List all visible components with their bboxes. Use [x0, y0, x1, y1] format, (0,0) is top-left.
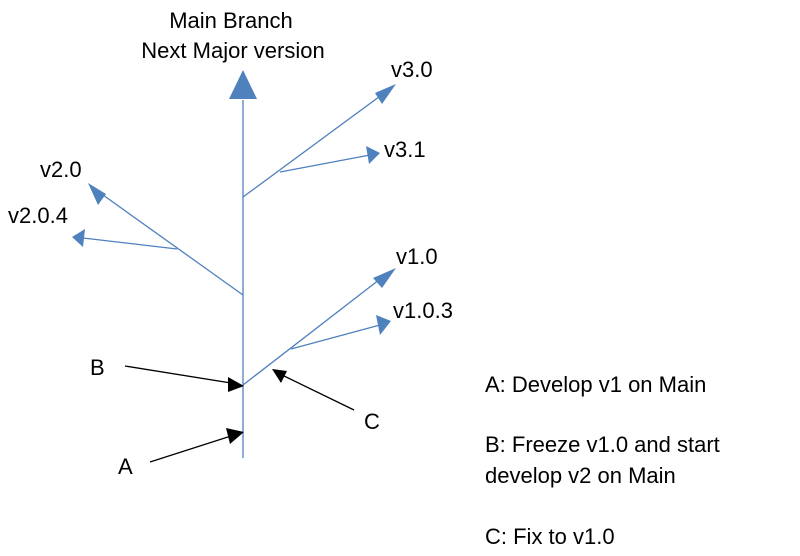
marker-c: C [364, 409, 380, 434]
branch-v3-1-line [279, 154, 371, 173]
main-branch-title-line2: Next Major version [141, 38, 324, 63]
label-v1-0: v1.0 [396, 244, 438, 269]
branch-v1-0-arrowhead [373, 268, 396, 288]
pointer-a-arrowhead [226, 428, 244, 444]
branch-v3-1-arrowhead [366, 146, 380, 164]
branch-v1-0-3-arrowhead [376, 315, 391, 335]
label-v2-0: v2.0 [40, 157, 82, 182]
branch-v2-0-4-arrowhead [72, 229, 85, 247]
label-v3-0: v3.0 [391, 57, 433, 82]
main-branch-arrowhead [229, 70, 257, 99]
pointer-c-arrowhead [272, 369, 287, 383]
branch-v3-0-arrowhead [375, 84, 396, 104]
legend-c: C: Fix to v1.0 [485, 524, 615, 549]
pointer-c-line [281, 374, 355, 411]
marker-b: B [90, 355, 105, 380]
label-v1-0-3: v1.0.3 [393, 298, 453, 323]
main-branch-title-line1: Main Branch [169, 8, 293, 33]
legend-b-line2: develop v2 on Main [485, 463, 676, 488]
pointer-b-line [124, 365, 232, 384]
label-v2-0-4: v2.0.4 [8, 203, 68, 228]
legend-b-line1: B: Freeze v1.0 and start [485, 432, 720, 457]
pointer-b-arrowhead [228, 377, 244, 392]
branch-v2-0-arrowhead [88, 183, 106, 205]
pointer-a-line [149, 435, 232, 463]
branch-v2-0-4-line [82, 237, 178, 250]
branch-v1-0-3-line [290, 324, 381, 350]
legend-a: A: Develop v1 on Main [485, 372, 706, 397]
branch-v3-0-line [242, 90, 388, 198]
branch-v1-0-line [242, 275, 385, 386]
branch-v2-0-line [95, 189, 244, 296]
label-v3-1: v3.1 [384, 137, 426, 162]
marker-a: A [118, 454, 133, 479]
